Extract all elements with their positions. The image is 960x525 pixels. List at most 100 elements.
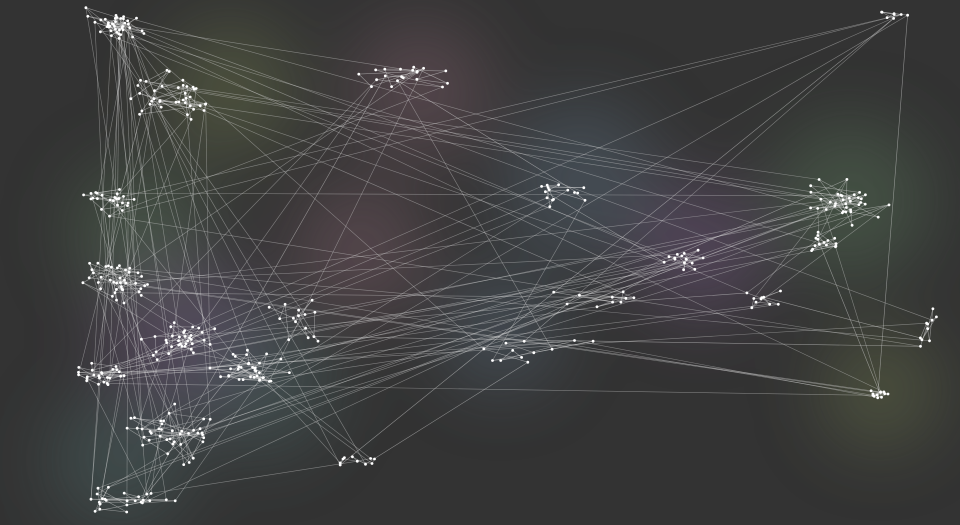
connection-line bbox=[109, 90, 155, 379]
glow-blob bbox=[160, 20, 300, 160]
network-node bbox=[116, 266, 119, 270]
connection-line bbox=[103, 362, 249, 383]
connection-line bbox=[172, 328, 215, 337]
connection-line bbox=[104, 496, 139, 500]
network-node bbox=[107, 264, 110, 268]
network-node bbox=[114, 27, 117, 31]
glow-blob bbox=[440, 270, 560, 390]
network-node bbox=[401, 76, 405, 80]
connection-line bbox=[492, 357, 522, 361]
connection-line bbox=[262, 192, 860, 379]
network-node bbox=[526, 360, 530, 364]
connection-line bbox=[83, 194, 129, 204]
connection-line bbox=[100, 19, 112, 32]
network-node bbox=[122, 195, 125, 198]
network-node bbox=[880, 10, 883, 14]
network-node bbox=[95, 492, 99, 496]
network-node bbox=[852, 193, 856, 197]
connection-line bbox=[247, 350, 249, 364]
network-node bbox=[99, 30, 102, 34]
network-node bbox=[189, 338, 193, 341]
network-node bbox=[261, 376, 265, 380]
network-node bbox=[876, 396, 880, 400]
connection-line bbox=[684, 262, 695, 270]
network-node bbox=[545, 183, 549, 187]
connection-line bbox=[112, 109, 194, 201]
connection-line bbox=[533, 348, 553, 353]
connection-line bbox=[141, 403, 175, 430]
connection-line bbox=[153, 344, 211, 356]
connection-line bbox=[114, 292, 634, 299]
network-node bbox=[219, 375, 223, 379]
network-node bbox=[150, 99, 154, 103]
network-node bbox=[174, 100, 178, 104]
connection-line bbox=[279, 304, 286, 319]
network-node bbox=[120, 285, 123, 289]
connection-line bbox=[205, 103, 211, 369]
network-node bbox=[208, 417, 212, 421]
network-node bbox=[89, 192, 93, 195]
network-node bbox=[173, 499, 177, 503]
network-node bbox=[491, 359, 494, 362]
connection-line bbox=[818, 179, 866, 205]
network-node bbox=[675, 253, 679, 256]
connection-line bbox=[574, 192, 586, 201]
network-node bbox=[683, 261, 686, 265]
network-node bbox=[196, 431, 200, 435]
network-node bbox=[906, 13, 909, 17]
network-node bbox=[114, 365, 118, 368]
network-node bbox=[834, 202, 837, 205]
connection-line bbox=[100, 276, 123, 290]
connection-line bbox=[842, 194, 855, 197]
network-node bbox=[170, 345, 174, 348]
network-node bbox=[316, 339, 320, 343]
network-node bbox=[140, 29, 144, 33]
connection-line bbox=[161, 423, 194, 431]
network-node bbox=[879, 390, 882, 394]
connection-line bbox=[545, 191, 665, 263]
network-node bbox=[179, 443, 183, 446]
connection-line bbox=[820, 199, 881, 393]
network-node bbox=[809, 184, 813, 188]
connection-line bbox=[375, 69, 446, 72]
network-node bbox=[129, 416, 133, 420]
connection-line bbox=[202, 255, 682, 436]
network-node bbox=[111, 294, 114, 298]
connection-line bbox=[188, 419, 211, 463]
network-node bbox=[930, 318, 934, 322]
network-node bbox=[869, 389, 873, 393]
network-node bbox=[173, 402, 177, 406]
network-node bbox=[373, 457, 376, 461]
connection-line bbox=[238, 368, 264, 378]
network-node bbox=[121, 201, 124, 205]
network-node bbox=[133, 416, 136, 419]
network-node bbox=[859, 201, 863, 204]
network-node bbox=[134, 281, 138, 285]
network-node bbox=[504, 341, 508, 345]
network-node bbox=[187, 461, 191, 464]
connection-line bbox=[552, 340, 594, 350]
connection-line bbox=[134, 417, 162, 425]
connection-line bbox=[109, 199, 234, 355]
network-node bbox=[77, 373, 80, 377]
network-node bbox=[119, 281, 122, 284]
network-node bbox=[96, 261, 100, 265]
network-node bbox=[287, 338, 291, 342]
network-node bbox=[444, 69, 448, 73]
network-node bbox=[816, 237, 820, 241]
network-node bbox=[546, 186, 550, 189]
network-node bbox=[154, 350, 158, 354]
network-node bbox=[684, 257, 688, 261]
network-node bbox=[591, 339, 595, 343]
network-node bbox=[245, 353, 249, 356]
connection-line bbox=[141, 339, 158, 360]
network-node bbox=[227, 374, 231, 378]
network-node bbox=[147, 438, 151, 442]
network-node bbox=[192, 351, 195, 355]
connection-line bbox=[96, 192, 843, 197]
network-node bbox=[96, 281, 100, 284]
connection-line bbox=[90, 18, 124, 500]
network-node bbox=[81, 281, 85, 285]
point-layer bbox=[77, 6, 938, 514]
